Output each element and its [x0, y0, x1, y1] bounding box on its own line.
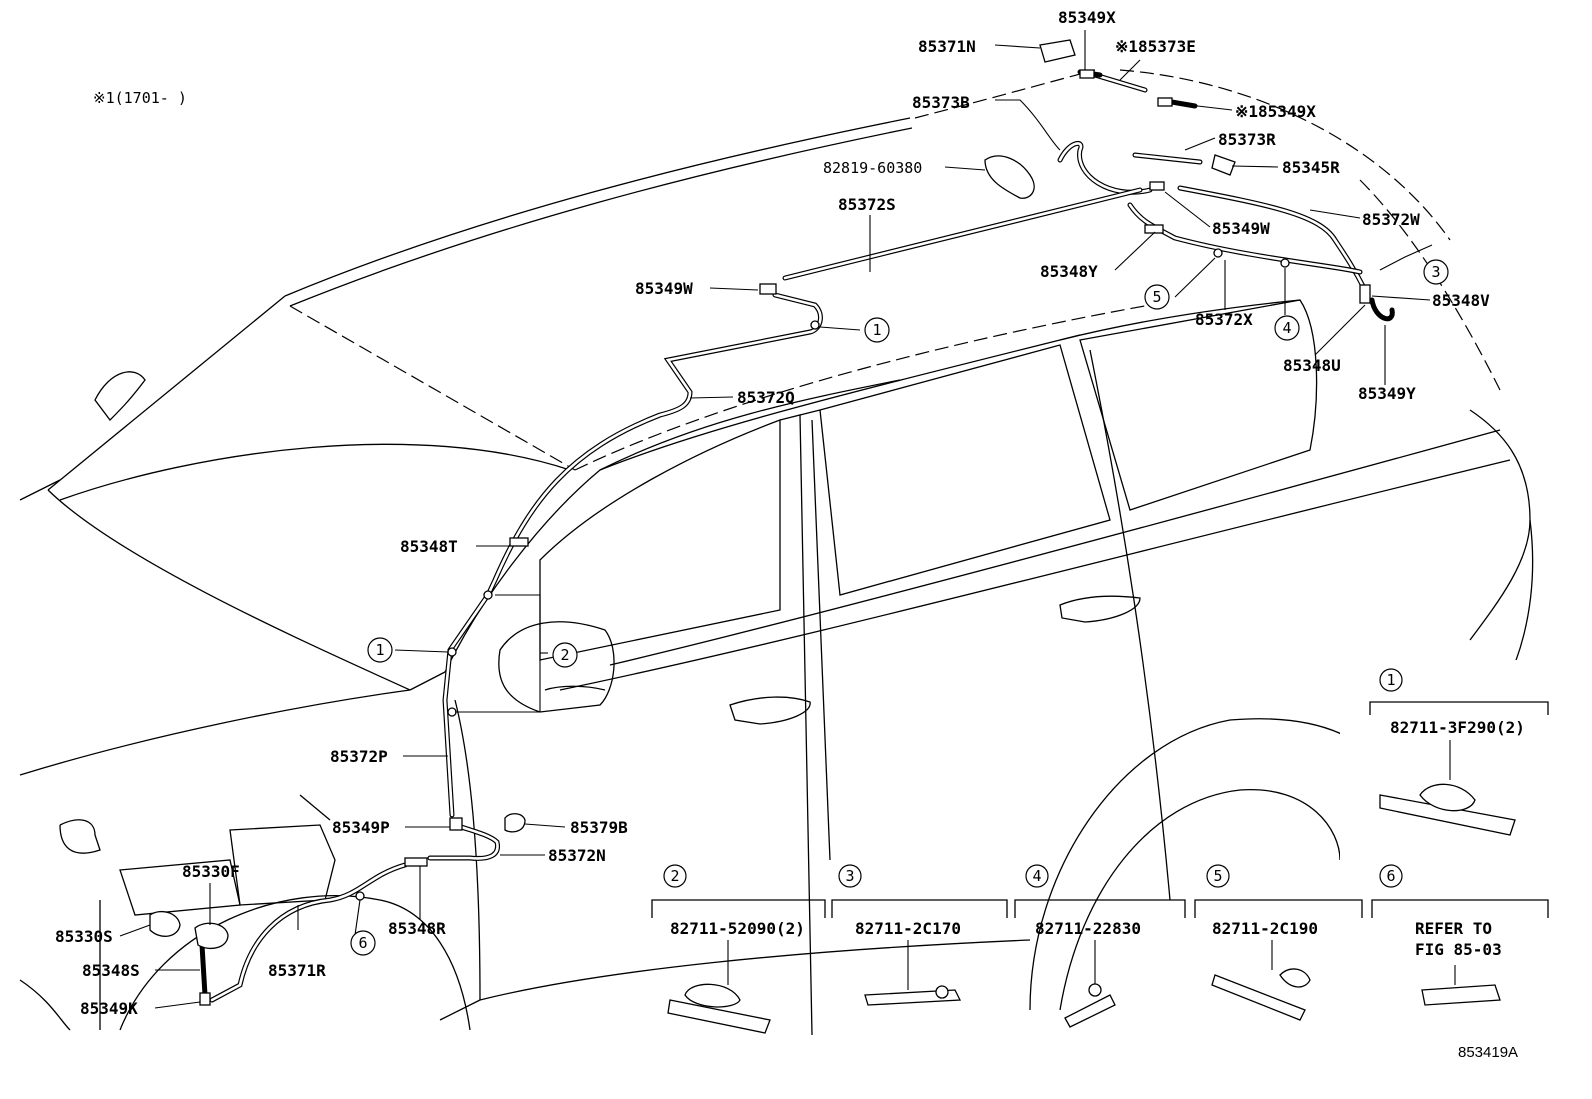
clamp-5-icon	[1211, 974, 1306, 1021]
joint-85348t-icon	[509, 537, 529, 547]
callout-3-rear: 3	[1423, 259, 1449, 285]
pump-85330f-icon	[194, 922, 229, 949]
callout-4-rear: 4	[1274, 315, 1300, 341]
inset-2-part-label: 82711-52090(2)	[670, 919, 805, 938]
label-85349x-2: ※185349X	[1235, 102, 1316, 121]
label-85373r: 85373R	[1218, 130, 1276, 149]
label-85349x: 85349X	[1058, 8, 1116, 27]
svg-text:4: 4	[1032, 867, 1041, 885]
inset-6-part-label-line1: REFER TO	[1415, 919, 1492, 938]
callout-5-rear: 5	[1144, 284, 1170, 310]
inset-3-part-label: 82711-2C170	[855, 919, 961, 938]
svg-text:6: 6	[358, 934, 367, 952]
inset-panel-1: 1 82711-3F290(2)	[1340, 660, 1570, 860]
svg-text:1: 1	[375, 641, 384, 659]
joint-85349x-icon	[1079, 69, 1095, 79]
label-85330f: 85330F	[182, 862, 240, 881]
label-85372p: 85372P	[330, 747, 388, 766]
label-85349k: 85349K	[80, 999, 138, 1018]
inset-panel-4: 4 82711-22830	[1014, 864, 1186, 1028]
label-85348r: 85348R	[388, 919, 446, 938]
label-85330s: 85330S	[55, 927, 113, 946]
label-85349w-right: 85349W	[1212, 219, 1270, 238]
inset-5-part-label: 82711-2C190	[1212, 919, 1318, 938]
svg-text:2: 2	[560, 646, 569, 664]
clamp-1-icon	[1379, 794, 1516, 836]
label-85379b: 85379B	[570, 818, 628, 837]
svg-text:2: 2	[670, 867, 679, 885]
svg-text:3: 3	[845, 867, 854, 885]
svg-text:4: 4	[1282, 319, 1291, 337]
clamp-6-icon	[1421, 984, 1501, 1006]
inset-panel-3: 3 82711-2C170	[831, 864, 1008, 1006]
joint-85349w-r-icon	[1149, 181, 1165, 191]
nozzle-85371n-icon	[1039, 39, 1076, 63]
parts	[149, 39, 1371, 1006]
svg-text:6: 6	[1386, 867, 1395, 885]
label-85348v: 85348V	[1432, 291, 1490, 310]
label-85372w: 85372W	[1362, 210, 1420, 229]
figure-code: 853419A	[1458, 1044, 1518, 1061]
label-85345r: 85345R	[1282, 158, 1340, 177]
label-85372n: 85372N	[548, 846, 606, 865]
callout-circles: 1 1 2 3 4 5 6	[350, 259, 1449, 956]
inset-panels: 1 82711-3F290(2) 2 82711-52090(2) 3 8271…	[651, 660, 1570, 1034]
inset-4-part-label: 82711-22830	[1035, 919, 1141, 938]
label-85372q: 85372Q	[737, 388, 795, 407]
svg-text:3: 3	[1431, 263, 1440, 281]
inset-panel-5: 5 82711-2C190	[1194, 864, 1363, 1021]
label-85348u: 85348U	[1283, 356, 1341, 375]
label-82819-60380: 82819-60380	[823, 159, 922, 177]
inset-panel-6: 6 REFER TO FIG 85-03	[1371, 864, 1549, 1006]
inset-6-part-label-line2: FIG 85-03	[1415, 940, 1502, 959]
valve-85345r-icon	[1211, 154, 1236, 176]
part-labels: ※1(1701- ) 85349X 85371N ※185373E 85373B…	[55, 8, 1490, 1018]
label-85371n: 85371N	[918, 37, 976, 56]
inset-1-part-label: 82711-3F290(2)	[1390, 718, 1525, 737]
leader-lines	[119, 30, 1433, 1009]
vehicle-body-outline	[19, 69, 1534, 1036]
grommet-82819-icon	[984, 155, 1035, 199]
note-label: ※1(1701- )	[93, 89, 187, 107]
label-85373e: ※185373E	[1115, 37, 1196, 56]
clamp-4-icon	[1064, 994, 1116, 1028]
svg-text:5: 5	[1213, 867, 1222, 885]
label-85349p: 85349P	[332, 818, 390, 837]
label-85349y: 85349Y	[1358, 384, 1416, 403]
joint-85349p-icon	[449, 817, 463, 831]
check-valve-85379b-icon	[504, 813, 526, 833]
inset-panel-2: 2 82711-52090(2)	[651, 864, 826, 1034]
joint-85348y-icon	[1144, 224, 1164, 234]
clamp-2-icon	[667, 999, 771, 1034]
joint-85348v-icon	[1359, 284, 1371, 304]
joint-85349k-icon	[199, 992, 211, 1006]
svg-text:5: 5	[1152, 288, 1161, 306]
label-85348s: 85348S	[82, 961, 140, 980]
joint-85349w-l-icon	[759, 283, 777, 295]
label-85371r: 85371R	[268, 961, 326, 980]
label-85372s: 85372S	[838, 195, 896, 214]
svg-text:1: 1	[872, 321, 881, 339]
joint-85349x2-icon	[1157, 97, 1173, 107]
label-85372x: 85372X	[1195, 310, 1253, 329]
label-85348y: 85348Y	[1040, 262, 1098, 281]
callout-1-roof: 1	[864, 317, 890, 343]
callout-1-pillar: 1	[367, 637, 393, 663]
joint-85348r-icon	[404, 857, 428, 867]
pump-85330s-icon	[149, 911, 181, 937]
label-85349w-left: 85349W	[635, 279, 693, 298]
label-85373b: 85373B	[912, 93, 970, 112]
washer-hoses	[199, 69, 1395, 1003]
callout-6-front: 6	[350, 930, 376, 956]
label-85348t: 85348T	[400, 537, 458, 556]
callout-2-pillar: 2	[552, 642, 578, 668]
svg-text:1: 1	[1386, 671, 1395, 689]
